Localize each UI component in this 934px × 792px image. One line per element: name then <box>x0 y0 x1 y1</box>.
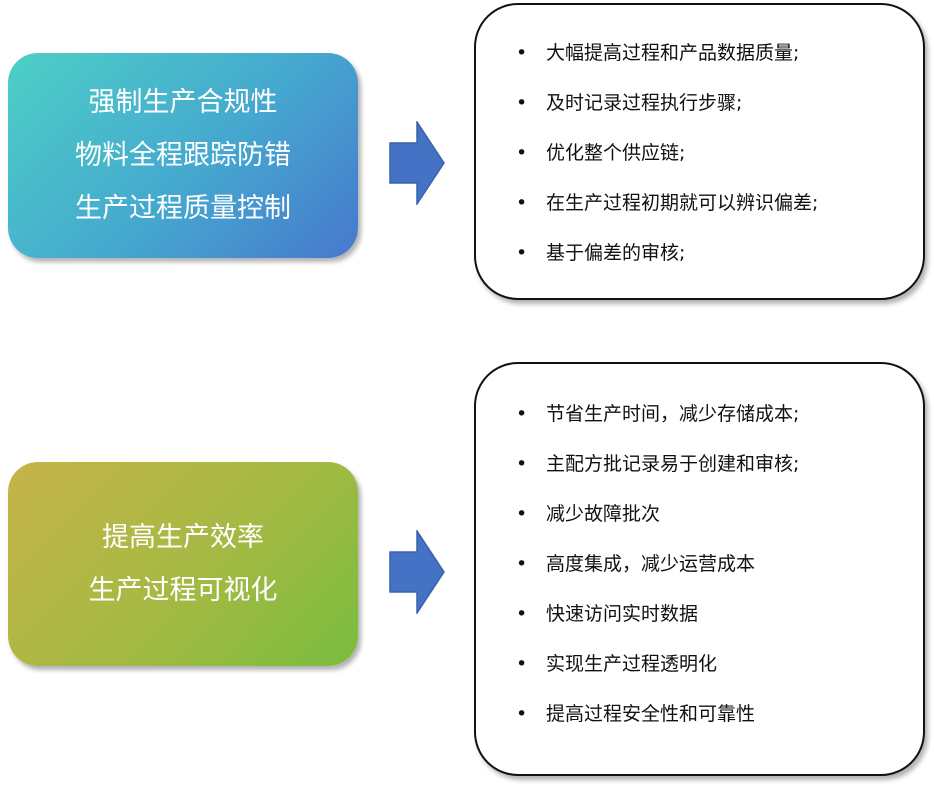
list-item-text: 减少故障批次 <box>546 503 661 525</box>
feature-line: 物料全程跟踪防错 <box>75 140 291 171</box>
feature-box-efficiency: 提高生产效率 生产过程可视化 <box>8 462 358 666</box>
list-item-text: 基于偏差的审核; <box>546 242 686 264</box>
benefit-list: • 大幅提高过程和产品数据质量; • 及时记录过程执行步骤; • 优化整个供应链; •… <box>516 42 818 292</box>
list-item: • 基于偏差的审核; <box>516 242 818 292</box>
feature-line: 生产过程质量控制 <box>75 193 291 224</box>
list-item: • 减少故障批次 <box>516 503 799 553</box>
list-item: • 大幅提高过程和产品数据质量; <box>516 42 818 92</box>
list-item: • 在生产过程初期就可以辨识偏差; <box>516 192 818 242</box>
list-item-text: 快速访问实时数据 <box>546 603 699 625</box>
list-item-text: 及时记录过程执行步骤; <box>546 92 743 114</box>
benefits-panel-quality: • 大幅提高过程和产品数据质量; • 及时记录过程执行步骤; • 优化整个供应链; •… <box>474 3 925 300</box>
bullet-icon: • <box>516 653 528 675</box>
bullet-icon: • <box>516 553 528 575</box>
bullet-icon: • <box>516 142 528 164</box>
bullet-icon: • <box>516 503 528 525</box>
list-item-text: 实现生产过程透明化 <box>546 653 718 675</box>
list-item: • 提高过程安全性和可靠性 <box>516 703 799 753</box>
right-arrow-icon <box>389 530 445 614</box>
list-item: • 实现生产过程透明化 <box>516 653 799 703</box>
list-item-text: 主配方批记录易于创建和审核; <box>546 453 800 475</box>
bullet-icon: • <box>516 92 528 114</box>
benefits-panel-efficiency: •节省生产时间，减少存储成本; •主配方批记录易于创建和审核; •减少故障批次 … <box>474 362 925 776</box>
list-item: • 主配方批记录易于创建和审核; <box>516 453 799 503</box>
bullet-icon: • <box>516 703 528 725</box>
bullet-icon: • <box>516 192 528 214</box>
bullet-icon: • <box>516 403 528 425</box>
feature-line: 强制生产合规性 <box>88 87 278 118</box>
list-item: • 优化整个供应链; <box>516 142 818 192</box>
list-item: • 快速访问实时数据 <box>516 603 799 653</box>
bullet-icon: • <box>516 42 528 64</box>
right-arrow-icon <box>389 121 445 205</box>
list-item-text: 优化整个供应链; <box>546 142 686 164</box>
bullet-icon: • <box>516 453 528 475</box>
bullet-icon: • <box>516 242 528 264</box>
list-item-text: 高度集成，减少运营成本 <box>546 553 756 575</box>
list-item: • 高度集成，减少运营成本 <box>516 553 799 603</box>
feature-line: 生产过程可视化 <box>88 575 278 606</box>
list-item: • 节省生产时间，减少存储成本; <box>516 403 799 453</box>
feature-line: 提高生产效率 <box>102 522 264 553</box>
list-item-text: 提高过程安全性和可靠性 <box>546 703 756 725</box>
list-item-text: 节省生产时间，减少存储成本; <box>546 403 800 425</box>
list-item-text: 在生产过程初期就可以辨识偏差; <box>546 192 819 214</box>
feature-box-compliance: 强制生产合规性 物料全程跟踪防错 生产过程质量控制 <box>8 53 358 258</box>
list-item-text: 大幅提高过程和产品数据质量; <box>546 42 800 64</box>
bullet-icon: • <box>516 603 528 625</box>
benefit-list: •节省生产时间，减少存储成本; •主配方批记录易于创建和审核; •减少故障批次 … <box>516 403 799 753</box>
list-item: • 及时记录过程执行步骤; <box>516 92 818 142</box>
